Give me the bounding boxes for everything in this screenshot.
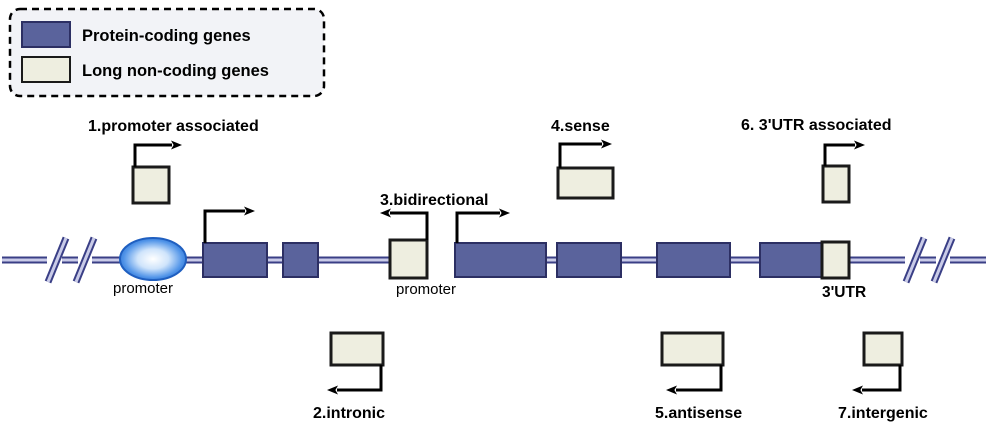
category-label-7: 7.intergenic — [838, 405, 928, 422]
category-label-5: 5.antisense — [655, 405, 742, 422]
lnc-box-4 — [556, 166, 615, 200]
category-arrow-4 — [558, 139, 612, 168]
category-arrow-2 — [327, 365, 383, 395]
tss-arrow-gene-right — [455, 208, 510, 243]
lnc-box-1 — [131, 165, 171, 205]
gene-left: promoter — [113, 206, 319, 297]
legend-label-protein-coding: Protein-coding genes — [82, 27, 251, 45]
category-label-3: 3.bidirectional — [380, 192, 488, 209]
break-slash-2-inner — [74, 237, 96, 283]
category-arrow-7 — [852, 365, 902, 395]
category-label-2: 2.intronic — [313, 405, 385, 422]
category-arrow-6 — [823, 140, 865, 166]
legend-label-long-non-coding: Long non-coding genes — [82, 62, 269, 80]
exon-right-3 — [656, 242, 731, 278]
category-label-4: 4.sense — [551, 118, 610, 135]
promoter-box-label: promoter — [396, 281, 456, 298]
break-mark-right — [902, 236, 956, 284]
category-4-sense: 4.sense — [551, 118, 615, 200]
lnc-box-3-bidirectional — [388, 238, 429, 280]
category-6-utr-associated: 6. 3'UTR associated — [741, 117, 892, 204]
exon-right-1 — [454, 242, 547, 278]
lnc-box-2 — [329, 331, 385, 367]
bidirectional-arrow-left — [380, 208, 429, 240]
legend-swatch-protein-coding — [21, 21, 71, 48]
bidirectional-promoter-region: promoter 3.bidirectional — [380, 192, 488, 298]
break-slash-3-inner — [904, 237, 926, 283]
utr-box — [820, 240, 851, 280]
lnc-box-5 — [660, 331, 725, 367]
promoter-ellipse — [119, 237, 187, 281]
legend-swatch-long-non-coding — [21, 56, 71, 83]
category-1-promoter-associated: 1.promoter associated — [88, 118, 259, 205]
break-slash-1-inner — [46, 237, 68, 283]
lnc-box-7 — [862, 331, 904, 367]
category-5-antisense: 5.antisense — [655, 331, 742, 422]
break-mark-left — [44, 236, 98, 284]
category-7-intergenic: 7.intergenic — [838, 331, 928, 422]
utr-label: 3'UTR — [822, 284, 866, 301]
break-slash-4-inner — [932, 237, 954, 283]
legend-item-long-non-coding: Long non-coding genes — [21, 56, 269, 83]
tss-arrow-gene-left — [203, 206, 255, 243]
category-label-1: 1.promoter associated — [88, 118, 259, 135]
legend-item-protein-coding: Protein-coding genes — [21, 21, 251, 48]
category-arrow-1 — [133, 140, 182, 167]
gene-right: 3'UTR — [454, 208, 866, 301]
promoter-ellipse-label: promoter — [113, 280, 173, 297]
exon-left-2 — [282, 242, 319, 278]
legend: Protein-coding genes Long non-coding gen… — [8, 7, 326, 98]
exon-right-4 — [759, 242, 823, 278]
category-arrow-5 — [666, 365, 723, 395]
legend-panel — [8, 7, 326, 98]
exon-left-1 — [202, 242, 268, 278]
lnc-box-6 — [821, 164, 851, 204]
category-2-intronic: 2.intronic — [313, 331, 385, 422]
category-label-6: 6. 3'UTR associated — [741, 117, 892, 134]
exon-right-2 — [556, 242, 622, 278]
